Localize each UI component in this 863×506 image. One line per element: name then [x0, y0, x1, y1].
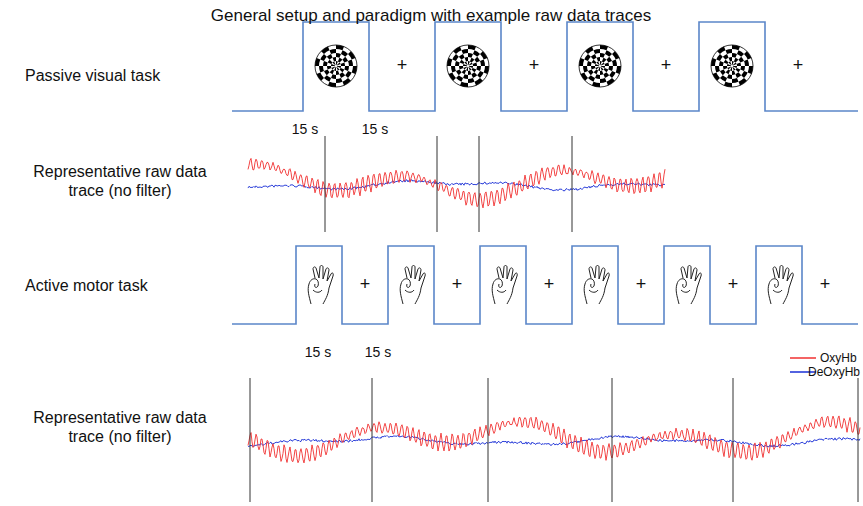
checkerboard-icon: [579, 45, 621, 87]
fixation-cross: +: [360, 274, 371, 296]
onset-marker: [858, 378, 859, 502]
oxyhb-trace: [248, 416, 860, 463]
legend-label: DeOxyHb: [808, 365, 860, 379]
fixation-cross: +: [529, 55, 540, 77]
fixation-cross: +: [793, 55, 804, 77]
onset-marker: [372, 378, 373, 502]
block-waveform: [232, 246, 858, 324]
duration-label: 15 s: [292, 121, 318, 138]
task-name: Active motor task: [25, 276, 148, 295]
fixation-cross: +: [661, 55, 672, 77]
hand-icon: [308, 266, 333, 305]
task-name: Passive visual task: [25, 66, 160, 85]
duration-label: 15 s: [362, 121, 388, 138]
fixation-cross: +: [544, 274, 555, 296]
onset-marker: [250, 378, 251, 502]
onset-marker: [325, 136, 326, 232]
duration-label: 15 s: [365, 344, 391, 361]
hand-icon: [400, 266, 425, 305]
onset-marker: [572, 136, 573, 232]
onset-marker: [488, 378, 489, 502]
onset-marker: [733, 378, 734, 502]
fixation-cross: +: [636, 274, 647, 296]
duration-label: 15 s: [305, 344, 331, 361]
hand-icon: [768, 266, 793, 305]
legend-label: OxyHb: [820, 351, 857, 365]
checkerboard-icon: [711, 45, 753, 87]
legend-line: [790, 357, 816, 359]
fixation-cross: +: [728, 274, 739, 296]
hand-icon: [492, 266, 517, 305]
onset-marker: [479, 136, 480, 232]
checkerboard-icon: [447, 45, 489, 87]
onset-marker: [437, 136, 438, 232]
onset-marker: [612, 378, 613, 502]
checkerboard-icon: [315, 45, 357, 87]
fixation-cross: +: [452, 274, 463, 296]
oxyhb-trace: [248, 158, 665, 207]
figure-title: General setup and paradigm with example …: [211, 6, 651, 26]
trace-name: Representative raw data trace (no filter…: [25, 408, 215, 446]
trace-name: Representative raw data trace (no filter…: [25, 162, 215, 200]
fixation-cross: +: [820, 274, 831, 296]
hand-icon: [676, 266, 701, 305]
block-waveform: [232, 22, 858, 111]
hand-icon: [584, 266, 609, 305]
fixation-cross: +: [397, 55, 408, 77]
